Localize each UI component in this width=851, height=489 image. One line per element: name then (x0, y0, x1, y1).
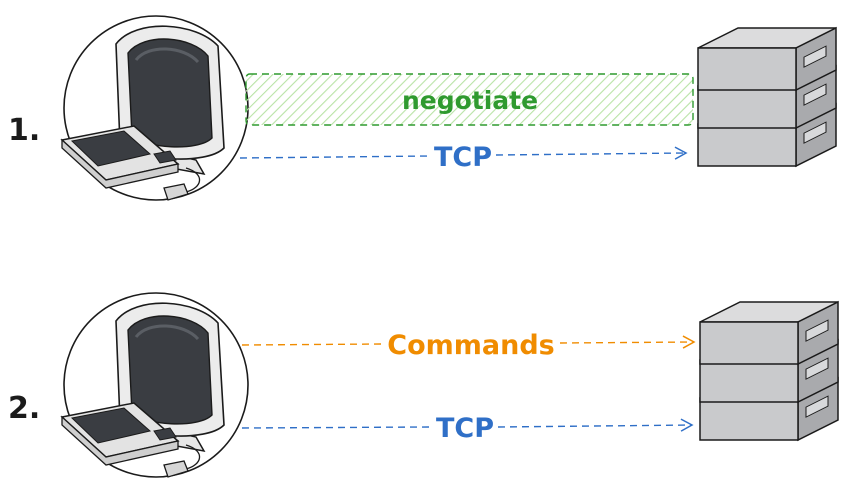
negotiate-box: negotiate (245, 73, 694, 126)
tcp-arrow-2: TCP (241, 413, 694, 444)
step-2: 2. Commands TCP (8, 291, 839, 479)
step-1: 1. negotiate TCP (8, 14, 837, 202)
tcp-label-1: TCP (434, 142, 492, 173)
commands-arrow: Commands (241, 330, 696, 361)
negotiate-label: negotiate (402, 86, 538, 115)
computer-icon (60, 291, 250, 479)
step-2-number: 2. (8, 391, 40, 426)
commands-label: Commands (387, 330, 554, 361)
tcp-label-2: TCP (436, 413, 494, 444)
tcp-arrow-1: TCP (239, 142, 688, 173)
server-stack-icon (699, 301, 839, 441)
computer-icon (60, 14, 250, 202)
step-1-number: 1. (8, 113, 40, 148)
server-stack-icon (697, 27, 837, 167)
